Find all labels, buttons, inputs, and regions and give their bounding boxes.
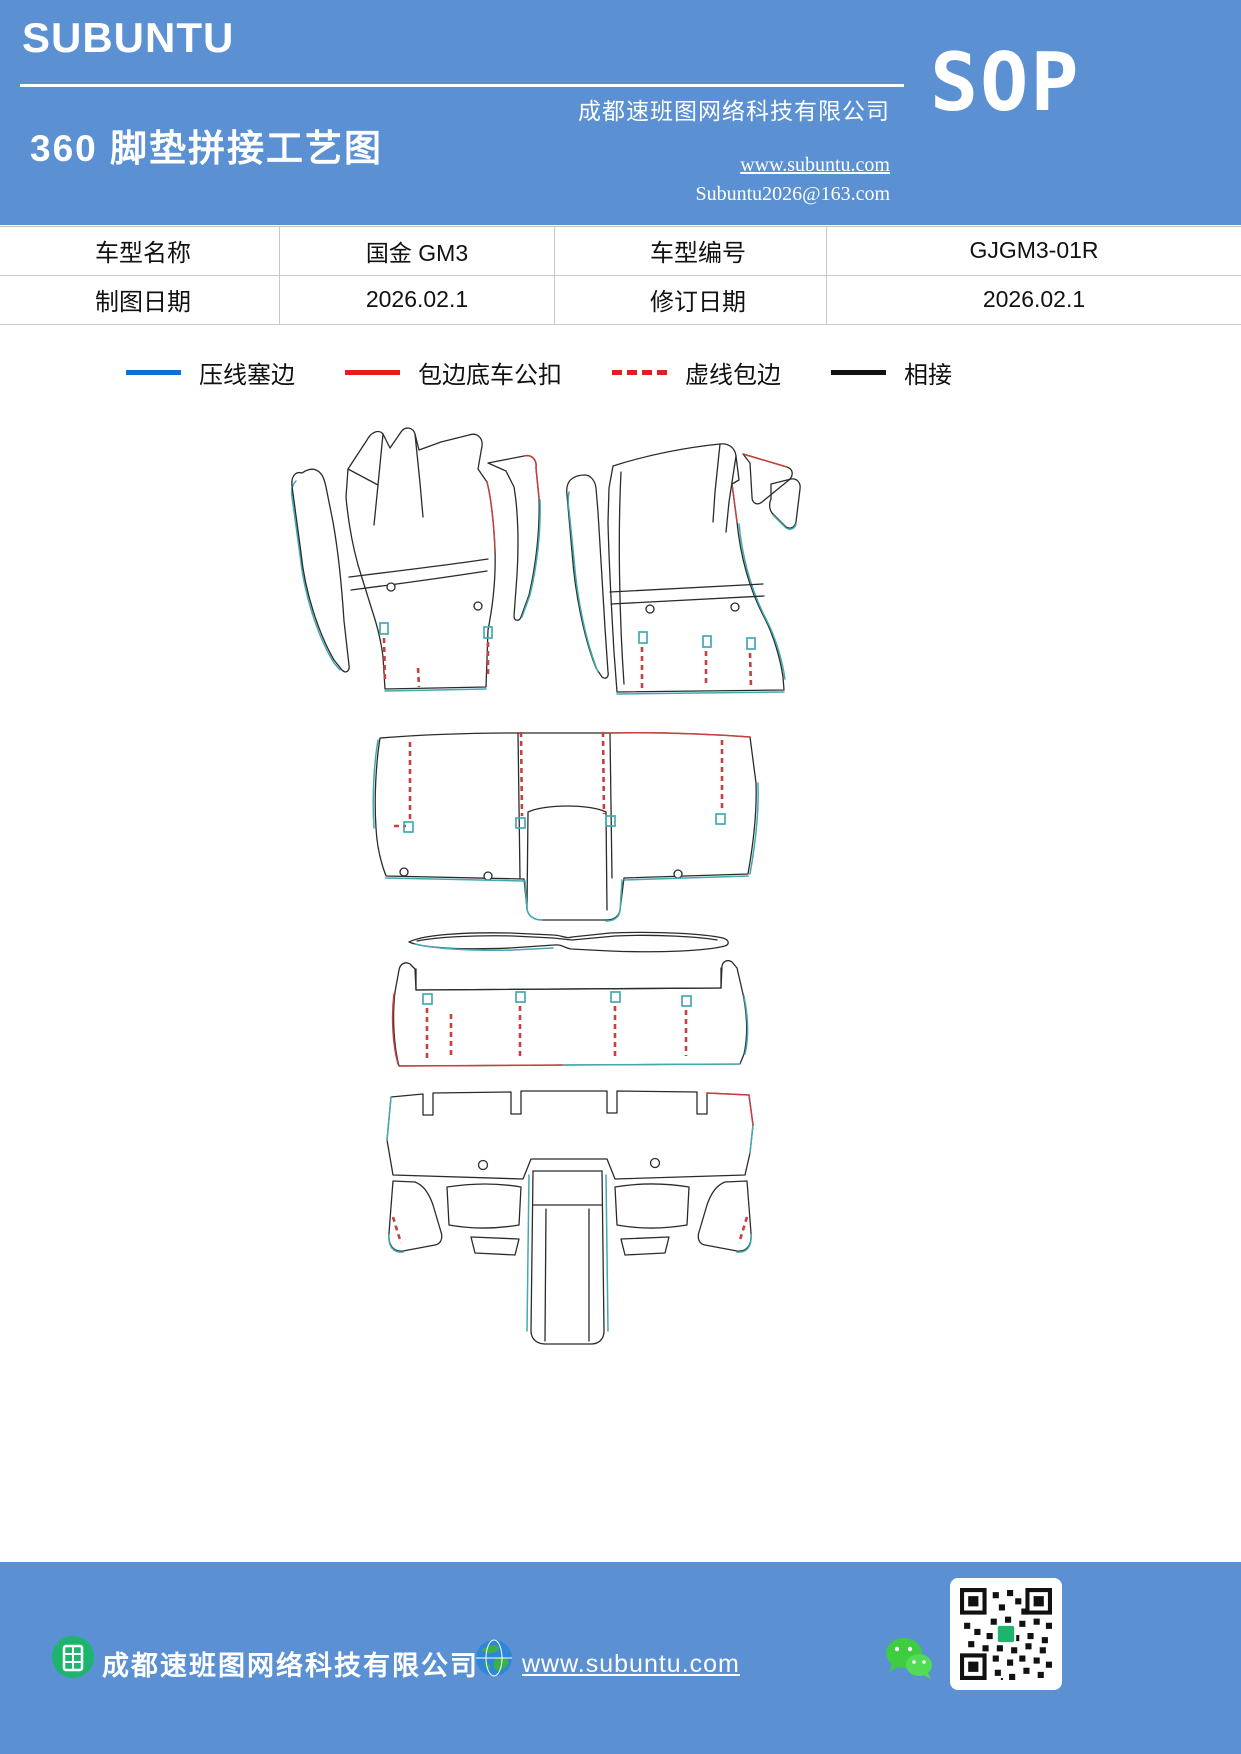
black-line-swatch: [831, 369, 886, 375]
red-line-swatch: [345, 369, 400, 375]
company-name: 成都速班图网络科技有限公司: [578, 99, 890, 124]
mat-pattern-svg: [290, 427, 801, 1345]
table-value-revision-date: 2026.02.1: [982, 286, 1086, 313]
legend-item-join: 相接: [831, 355, 952, 390]
front-right-mat-drawing: [566, 443, 801, 695]
front-left-mat-drawing: [290, 427, 541, 692]
legend: 压线塞边 包边底车公扣 虚线包边 相接: [0, 352, 1241, 392]
globe-icon: [476, 1639, 512, 1677]
page-title: 360 脚垫拼接工艺图: [30, 128, 384, 169]
header-divider: [20, 84, 904, 87]
qr-code-pattern: [960, 1588, 1052, 1680]
sill-strip-drawing: [408, 931, 729, 953]
footer-company-name: 成都速班图网络科技有限公司: [102, 1651, 479, 1681]
table-value-model-name: 国金 GM3: [280, 227, 555, 276]
legend-item-dashed-binding: 虚线包边: [612, 355, 781, 390]
email-address: Subuntu2026@163.com: [695, 183, 890, 205]
legend-label: 包边底车公扣: [418, 361, 562, 389]
table-label-model-name: 车型名称: [0, 227, 280, 276]
brand-logo: SUBUNTU: [22, 14, 235, 61]
mat-pattern-diagram: [0, 410, 1241, 1370]
red-dashed-swatch: [612, 369, 667, 375]
rear-row-mat-drawing: [391, 959, 749, 1067]
footer-website-link[interactable]: www.subuntu.com: [522, 1650, 740, 1678]
table-label-model-code: 车型编号: [555, 227, 827, 276]
legend-label: 虚线包边: [685, 361, 781, 389]
legend-item-edge-buckle: 包边底车公扣: [345, 355, 562, 390]
legend-label: 相接: [904, 361, 952, 389]
legend-item-press-line: 压线塞边: [126, 355, 295, 390]
table-value-model-code: GJGM3-01R: [827, 227, 1241, 276]
table-value-draw-date: 2026.02.1: [280, 275, 555, 324]
blue-line-swatch: [126, 369, 181, 375]
wechat-icon: [886, 1638, 932, 1679]
legend-label: 压线塞边: [199, 361, 295, 389]
table-label-revision-date: 修订日期: [555, 275, 827, 324]
building-icon: [52, 1636, 94, 1678]
website-link[interactable]: www.subuntu.com: [740, 154, 890, 176]
header: SUBUNTU 360 脚垫拼接工艺图 成都速班图网络科技有限公司 www.su…: [0, 0, 1241, 225]
table-label-draw-date: 制图日期: [0, 275, 280, 324]
qr-code: [950, 1578, 1062, 1690]
second-row-mat-drawing: [372, 731, 759, 922]
trunk-mat-drawing: [386, 1090, 754, 1345]
sop-label: SOP: [930, 36, 1081, 129]
vehicle-info-table: 车型名称 国金 GM3 车型编号 GJGM3-01R 制图日期 2026.02.…: [0, 226, 1241, 325]
header-contact-block: 成都速班图网络科技有限公司 www.subuntu.com Subuntu202…: [578, 92, 890, 206]
footer: 成都速班图网络科技有限公司 www.subuntu.com: [0, 1562, 1241, 1754]
